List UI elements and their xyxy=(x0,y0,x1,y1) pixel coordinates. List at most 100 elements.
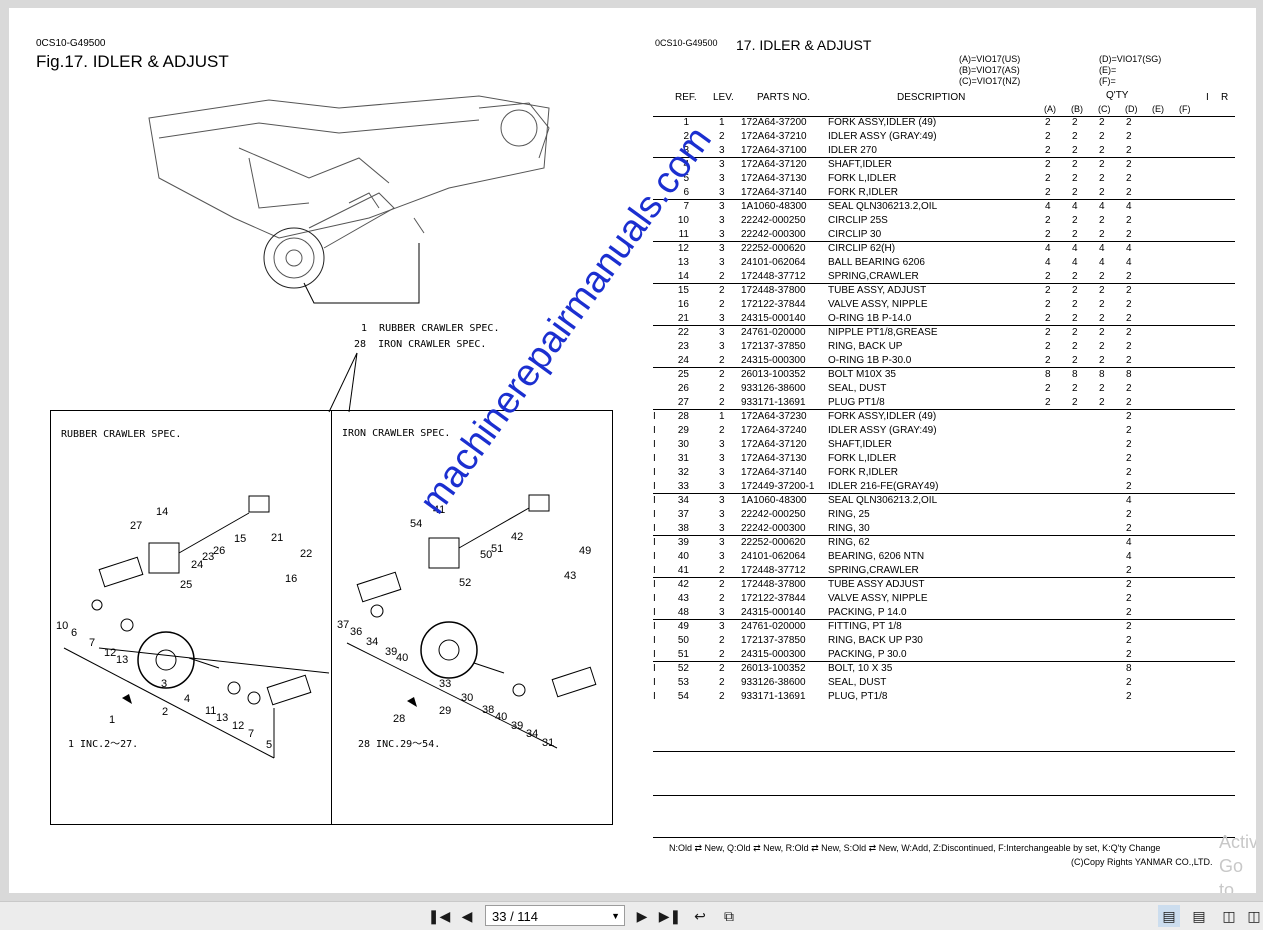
cell-d: 2 xyxy=(1126,187,1132,198)
model-legend-left: (A)=VIO17(US) (B)=VIO17(AS) (C)=VIO17(NZ… xyxy=(959,54,1020,87)
part-number-label: 5 xyxy=(266,739,273,751)
part-number-label: 38 xyxy=(482,704,495,716)
cell-ref: 52 xyxy=(677,663,689,674)
part-number-label: 13 xyxy=(216,712,229,724)
cell-desc: SEAL QLN306213.2,OIL xyxy=(828,495,938,506)
cell-ref: 14 xyxy=(677,271,689,282)
two-page-icon[interactable]: ◫ xyxy=(1222,907,1236,924)
cell-part: 172449-37200-1 xyxy=(741,481,815,492)
part-number-label: 52 xyxy=(459,577,472,589)
cell-desc: FITTING, PT 1/8 xyxy=(828,621,902,632)
cell-lev: 3 xyxy=(719,257,725,268)
cell-part: 172448-37712 xyxy=(741,565,806,576)
cell-c: 2 xyxy=(1099,285,1105,296)
part-number-label: 43 xyxy=(564,570,577,582)
part-number-label: 33 xyxy=(439,678,452,690)
header-qty-col: (C) xyxy=(1098,104,1111,114)
cell-lev: 2 xyxy=(719,285,725,296)
cell-part: 22252-000620 xyxy=(741,243,806,254)
group-rule xyxy=(653,283,1235,284)
cell-d: 2 xyxy=(1126,173,1132,184)
cell-part: 24315-000140 xyxy=(741,313,806,324)
cell-part: 933126-38600 xyxy=(741,677,806,688)
go-back-icon[interactable]: ↩ xyxy=(694,907,706,924)
cell-lev: 2 xyxy=(719,677,725,688)
cell-part: 172A64-37130 xyxy=(741,173,807,184)
go-forward-icon[interactable]: ⧉ xyxy=(724,907,734,924)
cell-m: I xyxy=(653,439,656,450)
cell-ref: 15 xyxy=(677,285,689,296)
table-rule xyxy=(653,751,1235,752)
cell-lev: 2 xyxy=(719,593,725,604)
next-page-icon[interactable]: ▶ xyxy=(636,907,648,924)
figure-code: 0CS10-G49500 xyxy=(36,38,106,49)
cell-d: 2 xyxy=(1126,327,1132,338)
cell-d: 2 xyxy=(1126,467,1132,478)
continuous-icon[interactable]: ▤ xyxy=(1192,907,1206,924)
cell-m: I xyxy=(653,607,656,618)
cell-c: 2 xyxy=(1099,159,1105,170)
single-page-icon[interactable]: ▤ xyxy=(1158,905,1180,927)
part-number-label: 13 xyxy=(116,654,129,666)
cell-lev: 3 xyxy=(719,187,725,198)
cell-desc: RING, BACK UP P30 xyxy=(828,635,923,646)
cell-d: 2 xyxy=(1126,131,1132,142)
cell-desc: BOLT M10X 35 xyxy=(828,369,896,380)
cell-part: 172A64-37200 xyxy=(741,117,807,128)
cell-d: 2 xyxy=(1126,677,1132,688)
cell-part: 22252-000620 xyxy=(741,537,806,548)
cell-lev: 3 xyxy=(719,621,725,632)
cell-d: 2 xyxy=(1126,397,1132,408)
prev-page-icon[interactable]: ◀ xyxy=(461,907,473,924)
two-page-continuous-icon[interactable]: ◫ xyxy=(1247,907,1261,924)
cell-ref: 23 xyxy=(677,341,689,352)
first-page-icon[interactable]: ❚◀ xyxy=(427,907,451,924)
cell-part: 22242-000300 xyxy=(741,523,806,534)
cell-part: 172137-37850 xyxy=(741,341,806,352)
cell-c: 2 xyxy=(1099,355,1105,366)
cell-a: 2 xyxy=(1045,215,1051,226)
part-number-label: 22 xyxy=(300,548,313,560)
cell-desc: PLUG, PT1/8 xyxy=(828,691,888,702)
part-number-label: 28 xyxy=(393,713,406,725)
cell-b: 2 xyxy=(1072,313,1078,324)
callout-rubber: 1 RUBBER CRAWLER SPEC. xyxy=(361,323,500,334)
cell-d: 2 xyxy=(1126,523,1132,534)
inset-box: RUBBER CRAWLER SPEC. IRON CRAWLER SPEC. … xyxy=(50,410,613,825)
cell-lev: 2 xyxy=(719,355,725,366)
cell-part: 172A64-37120 xyxy=(741,159,807,170)
cell-lev: 3 xyxy=(719,327,725,338)
last-page-icon[interactable]: ▶❚ xyxy=(658,907,682,924)
cell-a: 2 xyxy=(1045,159,1051,170)
cell-ref: 34 xyxy=(677,495,689,506)
chevron-down-icon[interactable]: ▼ xyxy=(611,911,620,921)
cell-lev: 2 xyxy=(719,383,725,394)
cell-d: 4 xyxy=(1126,537,1132,548)
page-number-input[interactable]: 33 / 114 ▼ xyxy=(485,905,625,926)
cell-c: 2 xyxy=(1099,397,1105,408)
part-number-label: 40 xyxy=(495,711,508,723)
change-code-legend: N:Old ⇄ New, Q:Old ⇄ New, R:Old ⇄ New, S… xyxy=(669,843,1161,853)
header-parts-no: PARTS NO. xyxy=(757,92,810,103)
cell-c: 2 xyxy=(1099,313,1105,324)
figure-title: Fig.17. IDLER & ADJUST xyxy=(36,52,229,71)
cell-desc: SHAFT,IDLER xyxy=(828,159,892,170)
cell-d: 2 xyxy=(1126,691,1132,702)
copyright: (C)Copy Rights YANMAR CO.,LTD. xyxy=(1071,857,1213,867)
cell-d: 2 xyxy=(1126,649,1132,660)
cell-lev: 3 xyxy=(719,523,725,534)
header-lev: LEV. xyxy=(713,92,734,103)
cell-lev: 2 xyxy=(719,131,725,142)
cell-c: 2 xyxy=(1099,383,1105,394)
cell-part: 172122-37844 xyxy=(741,299,806,310)
cell-part: 172A64-37100 xyxy=(741,145,807,156)
cell-m: I xyxy=(653,411,656,422)
